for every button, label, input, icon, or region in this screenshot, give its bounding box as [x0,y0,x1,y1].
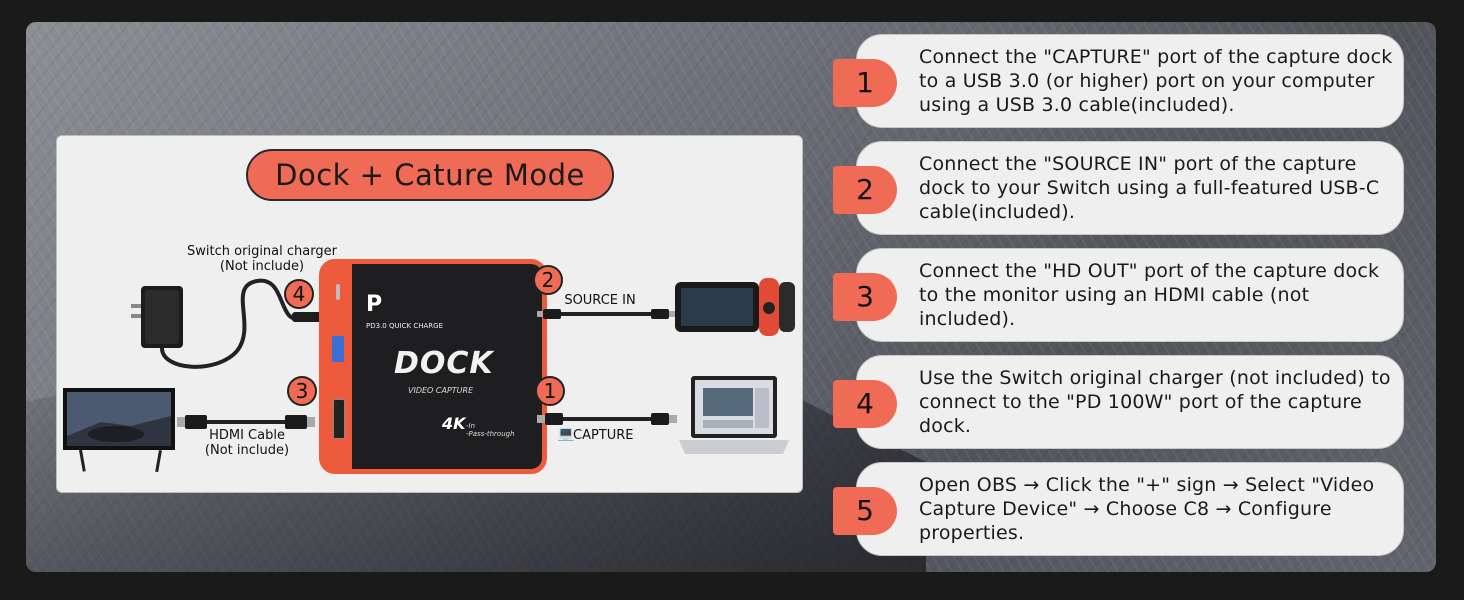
hdmi-cable-label: HDMI Cable (Not include) [187,428,307,458]
usbc-cable [537,309,675,319]
dock-pass-through: -In -Pass-through [466,422,515,438]
capture-label: CAPTURE [573,428,634,443]
callout-3: 3 [287,376,317,406]
usb-cable [537,413,677,425]
source-in-label: SOURCE IN [564,293,636,308]
dock-name: DOCK [394,346,494,381]
step-number: 2 [833,166,897,214]
usbc-port [336,284,340,300]
mode-title: Dock + Cature Mode [246,149,614,201]
step-card-2: 2 Connect the "SOURCE IN" port of the ca… [833,141,1404,235]
dock-pass-label: -Pass-through [466,430,515,438]
callout-1: 1 [535,376,565,406]
step-card-1: 1 Connect the "CAPTURE" port of the capt… [833,34,1404,128]
hdmi-label-line1: HDMI Cable [209,428,285,443]
charger-label-line2: (Not include) [219,259,305,274]
background-frame: Dock + Cature Mode Switch original charg… [26,22,1436,572]
capture-dock: P PD3.0 QUICK CHARGE DOCK VIDEO CAPTURE … [319,259,547,474]
hdmi-cable [177,415,315,429]
step-number: 1 [833,59,897,107]
charger-label-line1: Switch original charger [187,244,337,259]
step-number: 4 [833,380,897,428]
monitor-illustration [63,388,175,473]
step-number: 3 [833,273,897,321]
step-text: Connect the "HD OUT" port of the capture… [919,260,1380,330]
dock-port-side [324,264,352,469]
callout-2: 2 [533,265,563,295]
step-card-3: 3 Connect the "HD OUT" port of the captu… [833,248,1404,342]
dock-brand-mark: P [366,292,383,317]
charger-label: Switch original charger (Not include) [177,244,347,274]
callout-4: 4 [284,279,314,309]
hdmi-port [333,399,345,439]
switch-console-illustration [675,278,795,336]
dock-quick-charge: PD3.0 QUICK CHARGE [366,322,444,330]
laptop-illustration [679,376,789,454]
step-text: Open OBS → Click the "+" sign → Select "… [919,474,1375,544]
step-text: Connect the "SOURCE IN" port of the capt… [919,153,1380,223]
dock-in-label: -In [466,422,476,430]
dock-subtitle: VIDEO CAPTURE [408,386,474,395]
connection-diagram-panel: Dock + Cature Mode Switch original charg… [56,135,803,493]
charger-illustration [131,278,327,369]
step-card-4: 4 Use the Switch original charger (not i… [833,355,1404,449]
dock-4k-badge: 4K [442,414,466,433]
step-card-5: 5 Open OBS → Click the "+" sign → Select… [833,462,1404,556]
usb-a-port [332,336,344,362]
step-text: Connect the "CAPTURE" port of the captur… [919,46,1393,116]
step-number: 5 [833,487,897,535]
hdmi-label-line2: (Not include) [204,443,290,458]
step-text: Use the Switch original charger (not inc… [919,367,1391,437]
laptop-small-icon: 💻 [557,426,575,442]
